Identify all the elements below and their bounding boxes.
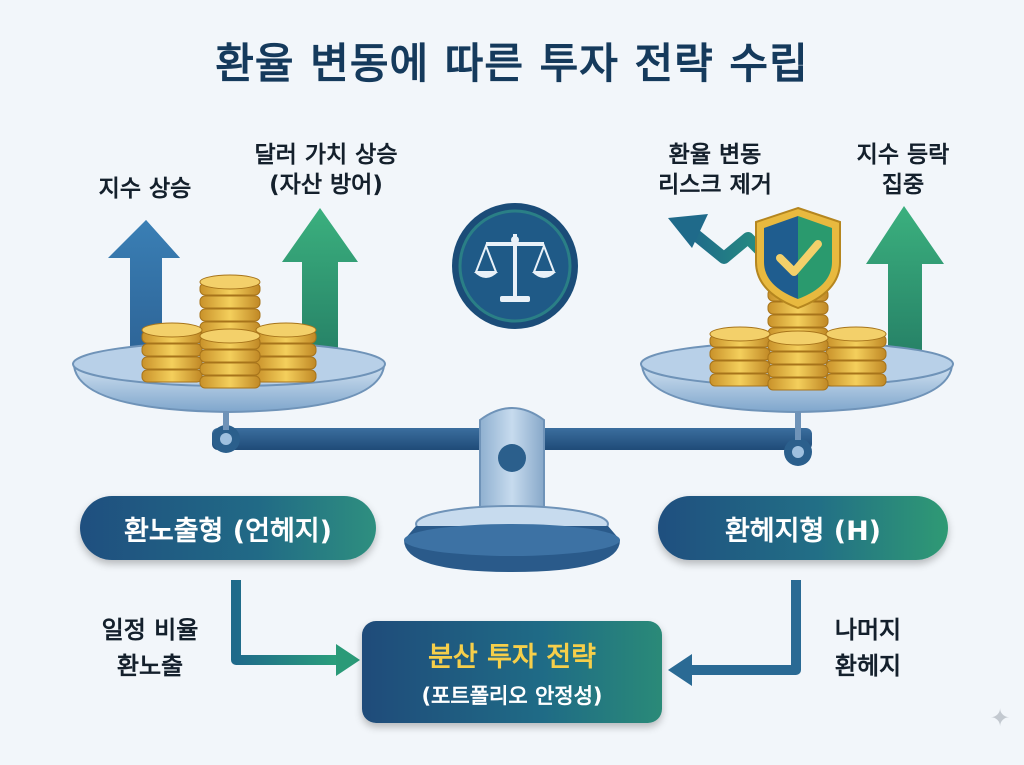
label-index-up: 지수 상승 — [98, 176, 192, 202]
right-index-up-arrow — [866, 206, 944, 378]
strategy-subtitle: (포트폴리오 안정성) — [421, 684, 603, 708]
label-dollar-value-up: 달러 가치 상승 (자산 방어) — [226, 140, 426, 200]
left-coin-stacks — [141, 274, 317, 389]
sparkle-icon: ✦ — [990, 704, 1011, 732]
unhedged-type-pill: 환노출형 (언헤지) — [80, 496, 376, 560]
label-index-line1: 지수 등락 — [856, 142, 950, 168]
hedged-type-pill: 환헤지형 (H) — [658, 496, 948, 560]
label-dollar-line1: 달러 가치 상승 — [254, 142, 398, 168]
label-dollar-line2: (자산 방어) — [269, 172, 383, 198]
label-fx-line1: 환율 변동 — [668, 142, 762, 168]
shield-check-icon — [755, 206, 841, 310]
label-index-fluctuation: 지수 등락 집중 — [838, 140, 968, 200]
label-remaining-hedge: 나머지 환헤지 — [808, 612, 928, 684]
label-fx-risk-removal: 환율 변동 리스크 제거 — [640, 140, 790, 200]
label-partial-line1: 일정 비율 — [101, 616, 199, 644]
left-to-center-arrow — [231, 580, 360, 676]
label-remaining-line2: 환헤지 — [834, 652, 902, 680]
right-to-center-arrow — [668, 580, 801, 686]
balance-scale-icon — [452, 203, 578, 329]
page-title: 환율 변동에 따른 투자 전략 수립 — [215, 39, 809, 88]
balance-scale — [212, 400, 812, 572]
strategy-title: 분산 투자 전략 — [428, 642, 596, 673]
label-partial-line2: 환노출 — [116, 652, 184, 680]
label-index-line2: 집중 — [881, 172, 925, 198]
diversified-strategy-box: 분산 투자 전략 (포트폴리오 안정성) — [362, 621, 662, 723]
left-dollar-up-arrow — [282, 208, 358, 378]
label-fx-line2: 리스크 제거 — [658, 172, 772, 198]
label-remaining-line1: 나머지 — [834, 616, 902, 644]
label-partial-exposure: 일정 비율 환노출 — [70, 612, 230, 684]
